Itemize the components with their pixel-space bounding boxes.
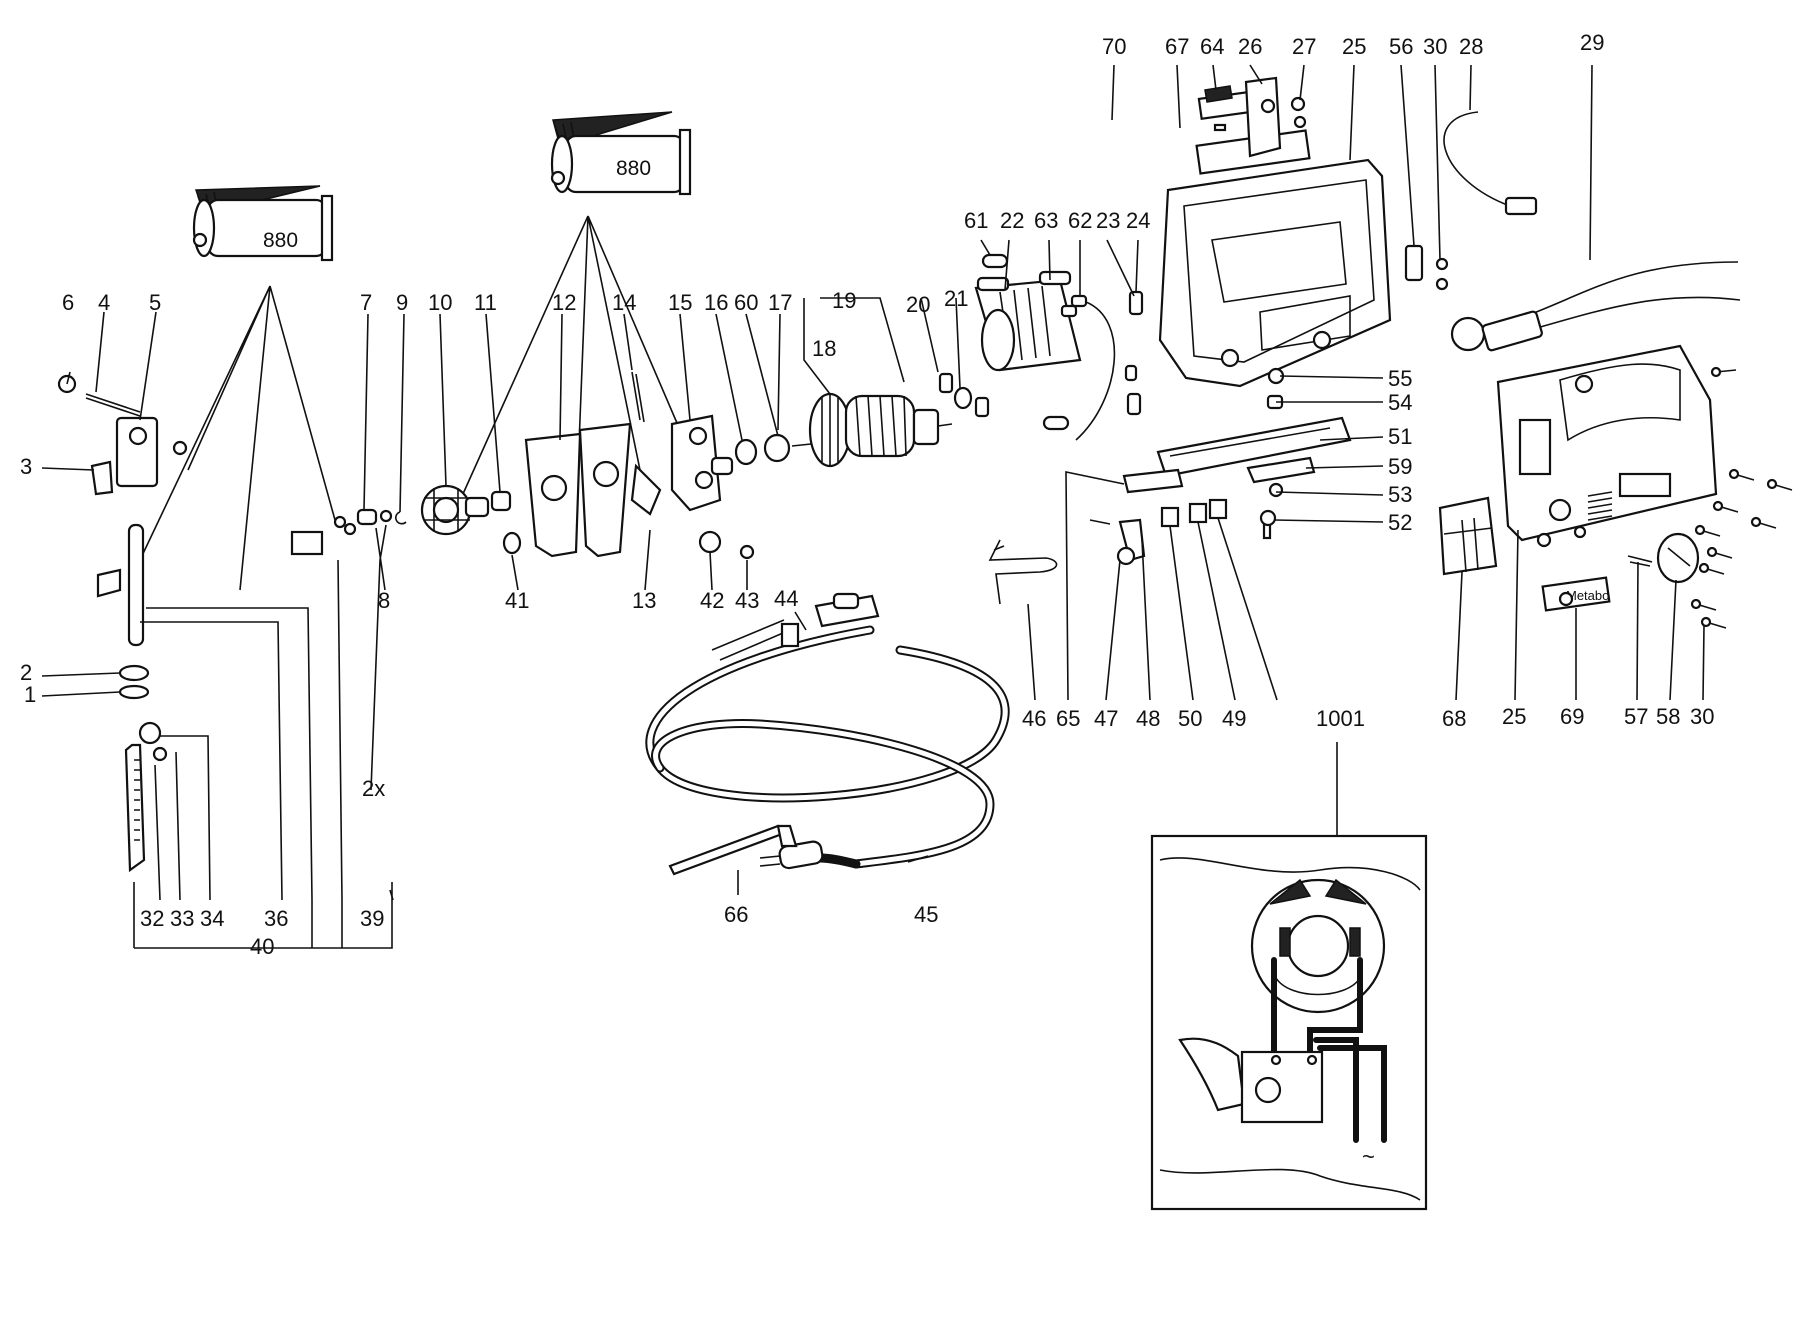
- grease-tube-center: 880: [550, 111, 692, 196]
- callout-52: 52: [1388, 510, 1412, 535]
- callout-39: 39: [360, 906, 384, 931]
- power-cord: [645, 592, 1010, 870]
- callout-10: 10: [428, 290, 452, 315]
- callout-8: 8: [378, 588, 390, 613]
- callout-1: 1: [24, 682, 36, 707]
- tube-left-label: 880: [263, 229, 298, 252]
- callout-26: 26: [1238, 34, 1262, 59]
- switch-and-labels: [1195, 76, 1449, 291]
- callout-45: 45: [914, 902, 938, 927]
- callout-20: 20: [906, 292, 930, 317]
- rocker-and-bearings: [670, 414, 791, 560]
- gear-train: [356, 371, 662, 558]
- callout-2: 2: [20, 660, 32, 685]
- callout-33: 33: [170, 906, 194, 931]
- callout-15: 15: [668, 290, 692, 315]
- callout-40: 40: [250, 934, 274, 959]
- ac-symbol: ~: [1362, 1144, 1375, 1169]
- callout-5: 5: [149, 290, 161, 315]
- housing-left-half: [1124, 158, 1392, 416]
- callout-62: 62: [1068, 208, 1092, 233]
- callout-63: 63: [1034, 208, 1058, 233]
- callout-44: 44: [774, 586, 798, 611]
- cables: [1443, 111, 1741, 352]
- callout-58: 58: [1656, 704, 1680, 729]
- callout-65: 65: [1056, 706, 1080, 731]
- callout-21: 21: [944, 286, 968, 311]
- callout-18: 18: [812, 336, 836, 361]
- callout-1001: 1001: [1316, 706, 1365, 731]
- callout-6: 6: [62, 290, 74, 315]
- wiring-diagram-inset: ~: [1150, 834, 1428, 1211]
- callout-17: 17: [768, 290, 792, 315]
- labels-and-knob: Metabo: [1438, 496, 1700, 612]
- callout-66: 66: [724, 902, 748, 927]
- callout-57: 57: [1624, 704, 1648, 729]
- callout-51: 51: [1388, 424, 1412, 449]
- callout-19: 19: [832, 288, 856, 313]
- callout-36: 36: [264, 906, 288, 931]
- callout-70: 70: [1102, 34, 1126, 59]
- callout-23: 23: [1096, 208, 1120, 233]
- callout-60: 60: [734, 290, 758, 315]
- callout-9: 9: [396, 290, 408, 315]
- base-plate-assembly: [1089, 367, 1352, 566]
- callout-41: 41: [505, 588, 529, 613]
- callout-22: 22: [1000, 208, 1024, 233]
- callout-56: 56: [1389, 34, 1413, 59]
- callout-29: 29: [1580, 30, 1604, 55]
- callout-4: 4: [98, 290, 110, 315]
- callout-67: 67: [1165, 34, 1189, 59]
- multiplier-2x: 2x: [362, 776, 385, 801]
- callout-28: 28: [1459, 34, 1483, 59]
- callout-labels: 6 4 5 3 2 1 7 9 10 11 12 14 15 16 60 17 …: [20, 30, 1714, 959]
- leader-lines: [41, 64, 1705, 949]
- callout-34: 34: [200, 906, 224, 931]
- callout-11: 11: [474, 290, 497, 315]
- callout-42: 42: [700, 588, 724, 613]
- grease-tube-left: 880: [192, 185, 334, 262]
- blade-guard-46: [988, 539, 1058, 605]
- callout-64: 64: [1200, 34, 1224, 59]
- callout-61: 61: [964, 208, 988, 233]
- housing-right-half: [1496, 344, 1793, 629]
- callout-49: 49: [1222, 706, 1246, 731]
- callout-55: 55: [1388, 366, 1412, 391]
- screws-right: [1690, 366, 1793, 629]
- callout-53: 53: [1388, 482, 1412, 507]
- callout-25-bottom: 25: [1502, 704, 1526, 729]
- callout-14: 14: [612, 290, 636, 315]
- tube-center-label: 880: [616, 157, 651, 180]
- callout-59: 59: [1388, 454, 1412, 479]
- callout-12: 12: [552, 290, 576, 315]
- callout-48: 48: [1136, 706, 1160, 731]
- callout-27: 27: [1292, 34, 1316, 59]
- metabo-plate-text: Metabo: [1566, 588, 1609, 603]
- callout-30-bottom: 30: [1690, 704, 1714, 729]
- callout-3: 3: [20, 454, 32, 479]
- callout-7: 7: [360, 290, 372, 315]
- callout-68: 68: [1442, 706, 1466, 731]
- callout-25-top: 25: [1342, 34, 1366, 59]
- callout-32: 32: [140, 906, 164, 931]
- callout-54: 54: [1388, 390, 1412, 415]
- armature-rotor: [791, 372, 990, 468]
- callout-13: 13: [632, 588, 656, 613]
- grease-pointer-lines: [139, 215, 681, 591]
- hex-key: [668, 824, 798, 876]
- callout-24: 24: [1126, 208, 1150, 233]
- field-stator: [974, 253, 1116, 441]
- callout-46: 46: [1022, 706, 1046, 731]
- callout-30-top: 30: [1423, 34, 1447, 59]
- callout-16: 16: [704, 290, 728, 315]
- callout-69: 69: [1560, 704, 1584, 729]
- callout-47: 47: [1094, 706, 1118, 731]
- callout-43: 43: [735, 588, 759, 613]
- callout-50: 50: [1178, 706, 1202, 731]
